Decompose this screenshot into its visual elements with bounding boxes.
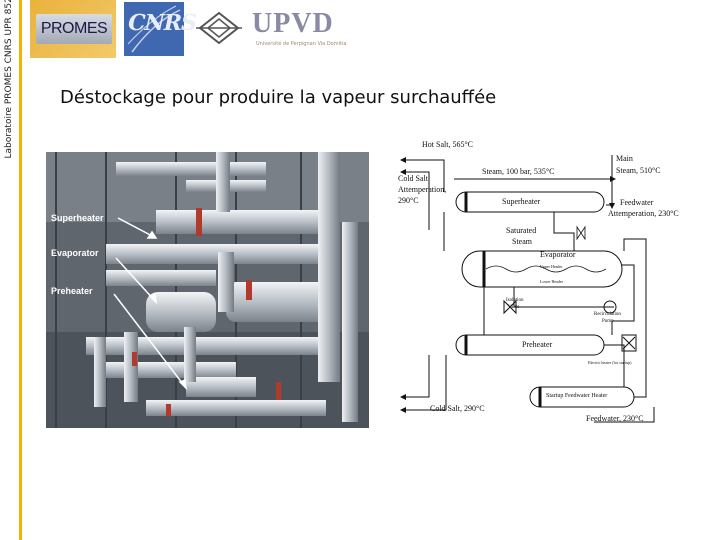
label-hot-salt: Hot Salt, 565°C	[422, 140, 473, 149]
upvd-logo-subtitle: Université de Perpignan Via Domitia	[256, 41, 347, 47]
label-superheater: Superheater	[502, 197, 541, 206]
diamond-emblem-icon	[196, 11, 242, 45]
label-cold-salt-2: Cold Salt, 290°C	[430, 404, 485, 413]
label-cold-salt-1: Cold Salt	[398, 174, 429, 183]
photo-label-evaporator: Evaporator	[51, 248, 99, 258]
photo-label-superheater: Superheater	[51, 213, 104, 223]
label-preheater: Preheater	[522, 340, 553, 349]
side-label: Laboratoire PROMES CNRS UPR 8521	[0, 0, 18, 159]
label-recirculation: Recirculation	[594, 312, 621, 317]
label-saturated-steam: Steam	[512, 237, 532, 246]
upvd-logo-text: UPVD	[252, 8, 334, 39]
label-saturated: Saturated	[506, 226, 537, 235]
label-attemperation-1: Attemperation,	[398, 185, 447, 194]
plant-photo: Superheater Evaporator Preheater	[46, 152, 369, 428]
label-startup-heater: Startup Feedwater Heater	[546, 393, 608, 399]
promes-logo: PROMES	[30, 0, 116, 58]
promes-logo-text: PROMES	[40, 20, 108, 37]
side-accent-bar	[19, 0, 22, 540]
label-attemperation-1-temp: 290°C	[398, 196, 419, 205]
lab-name: Laboratoire PROMES CNRS UPR 8521	[4, 0, 14, 159]
label-upper-header: Upper Header	[540, 264, 563, 269]
photo-label-preheater: Preheater	[51, 286, 93, 296]
slide-title: Déstockage pour produire la vapeur surch…	[60, 87, 497, 108]
label-main-steam: Steam, 510°C	[616, 166, 661, 175]
label-feedwater-bottom: Feedwater, 230°C	[586, 414, 644, 423]
label-lower-header: Lower Header	[540, 279, 563, 284]
label-electric-heater: Electric heater (for startup)	[588, 360, 632, 365]
cnrs-logo-text: CNRS	[125, 10, 199, 36]
label-recirculation-pump: Pump	[602, 319, 614, 324]
label-main: Main	[616, 154, 633, 163]
steam-generator-diagram: Hot Salt, 565°C Cold Salt Attemperation,…	[384, 135, 679, 435]
upvd-logo: UPVD Université de Perpignan Via Domitia	[252, 8, 347, 52]
label-steam: Steam, 100 bar, 535°C	[482, 167, 555, 176]
label-isolation-valve: Valve	[508, 305, 520, 310]
cnrs-logo: CNRS	[124, 2, 199, 56]
label-feedwater-top: Feedwater	[620, 198, 654, 207]
label-evaporator: Evaporator	[540, 250, 576, 259]
label-attemperation-2: Attemperation, 230°C	[608, 209, 679, 218]
label-isolation: Isolation	[506, 298, 524, 303]
